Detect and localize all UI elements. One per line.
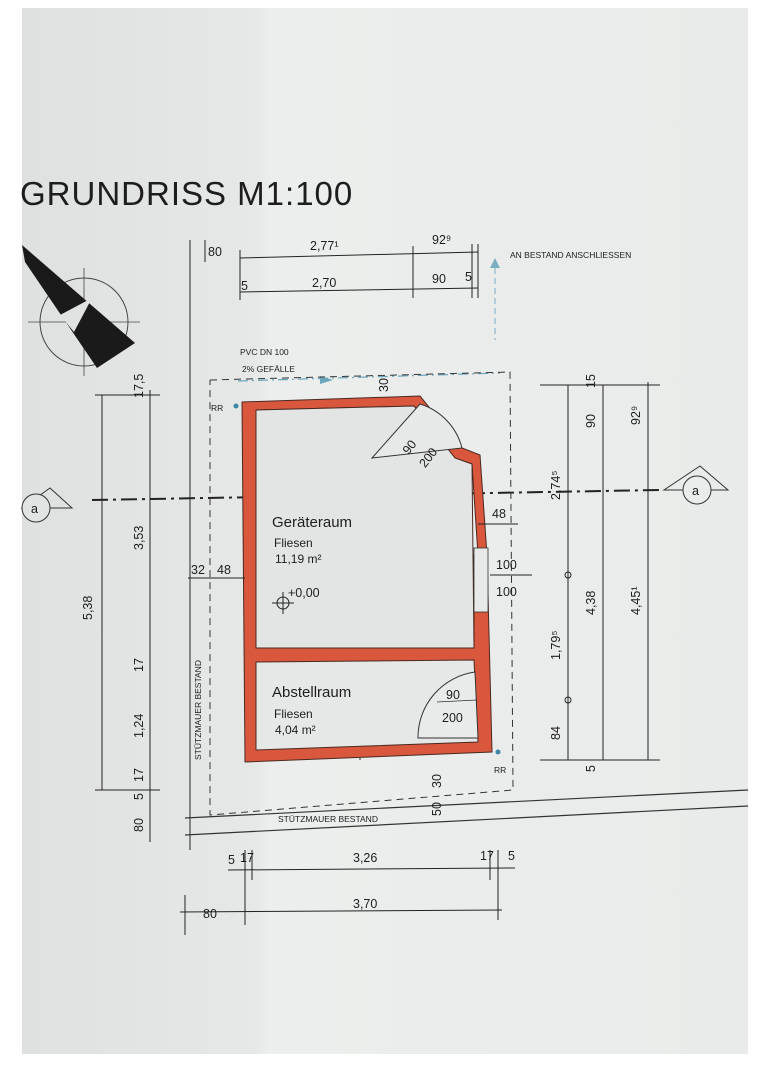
svg-text:RR: RR: [494, 765, 506, 775]
svg-text:3,26: 3,26: [353, 851, 377, 865]
svg-text:92⁹: 92⁹: [629, 406, 643, 425]
svg-text:5: 5: [132, 793, 146, 800]
svg-text:STÜTZMAUER BESTAND: STÜTZMAUER BESTAND: [193, 660, 203, 760]
svg-text:a: a: [692, 484, 699, 498]
svg-text:80: 80: [203, 907, 217, 921]
svg-text:3,70: 3,70: [353, 897, 377, 911]
plan-title: GRUNDRISS M1:100: [20, 175, 353, 212]
svg-text:90: 90: [432, 272, 446, 286]
svg-text:80: 80: [132, 818, 146, 832]
svg-text:100: 100: [496, 585, 517, 599]
svg-text:32: 32: [191, 563, 205, 577]
svg-text:PVC DN 100: PVC DN 100: [240, 347, 289, 357]
svg-text:15: 15: [584, 374, 598, 388]
level-marker: +0,00: [288, 586, 320, 600]
top-dimensions: 80 2,77¹ 92⁹ 5 2,70 90 5 AN BESTAND ANSC…: [189, 233, 631, 850]
svg-text:90: 90: [400, 437, 420, 457]
svg-text:RR: RR: [211, 403, 223, 413]
svg-text:1,79⁵: 1,79⁵: [549, 630, 563, 660]
svg-text:80: 80: [208, 245, 222, 259]
slab-outline: [209, 371, 514, 816]
svg-text:50: 50: [430, 802, 444, 816]
svg-text:17: 17: [132, 658, 146, 672]
svg-text:90: 90: [446, 688, 460, 702]
svg-text:30: 30: [377, 378, 391, 392]
svg-text:100: 100: [496, 558, 517, 572]
svg-text:2,77¹: 2,77¹: [310, 239, 339, 253]
svg-text:Fliesen: Fliesen: [274, 536, 313, 550]
section-marker-left: a: [20, 487, 74, 523]
room-main-label: Geräteraum Fliesen 11,19 m² +0,00: [272, 514, 352, 614]
svg-text:48: 48: [492, 507, 506, 521]
svg-text:Fliesen: Fliesen: [274, 707, 313, 721]
svg-text:a: a: [31, 502, 38, 516]
svg-text:Geräteraum: Geräteraum: [272, 514, 352, 531]
svg-text:5: 5: [508, 849, 515, 863]
north-arrow-icon: [22, 245, 140, 376]
svg-text:84: 84: [549, 726, 563, 740]
room-store-label: Abstellraum Fliesen 4,04 m²: [272, 684, 351, 737]
left-dimensions: 5,38 17,5 3,53 17 1,24 17 5 80 32 48 STÜ…: [81, 374, 245, 842]
svg-text:30: 30: [430, 774, 444, 788]
svg-text:5: 5: [241, 279, 248, 293]
window-dims: 48 100 100: [478, 507, 532, 599]
svg-text:4,38: 4,38: [584, 591, 598, 615]
svg-text:17: 17: [480, 849, 494, 863]
svg-text:17: 17: [240, 851, 254, 865]
svg-text:17: 17: [132, 768, 146, 782]
door-store: 90 200: [417, 671, 479, 739]
drain-pipe: PVC DN 100 2% GEFÄLLE RR RR: [211, 347, 506, 775]
svg-text:5: 5: [465, 270, 472, 284]
svg-text:2,70: 2,70: [312, 276, 336, 290]
svg-text:90: 90: [584, 414, 598, 428]
bottom-dimensions: 5 17 3,26 17 5 80 3,70: [179, 849, 516, 935]
svg-text:48: 48: [217, 563, 231, 577]
svg-text:200: 200: [442, 711, 463, 725]
svg-text:4,45¹: 4,45¹: [629, 587, 643, 616]
svg-text:5: 5: [228, 853, 235, 867]
svg-text:5: 5: [584, 765, 598, 772]
svg-text:2% GEFÄLLE: 2% GEFÄLLE: [242, 364, 295, 374]
svg-text:STÜTZMAUER BESTAND: STÜTZMAUER BESTAND: [278, 814, 378, 824]
svg-text:4,04 m²: 4,04 m²: [275, 723, 316, 737]
svg-text:Abstellraum: Abstellraum: [272, 684, 351, 701]
right-dimensions: 2,74⁵ 1,79⁵ 84 15 90 4,38 5 92⁹ 4,45¹: [540, 374, 660, 772]
section-marker-right: a: [662, 465, 730, 505]
svg-text:11,19 m²: 11,19 m²: [275, 552, 321, 566]
svg-text:5,38: 5,38: [81, 596, 95, 620]
retaining-wall-bottom: STÜTZMAUER BESTAND 30 50 30: [184, 378, 749, 836]
svg-text:3,53: 3,53: [132, 526, 146, 550]
svg-text:92⁹: 92⁹: [432, 233, 451, 247]
svg-text:2,74⁵: 2,74⁵: [549, 470, 563, 500]
svg-text:17,5: 17,5: [132, 374, 146, 398]
svg-text:AN BESTAND ANSCHLIESSEN: AN BESTAND ANSCHLIESSEN: [510, 250, 631, 260]
svg-text:1,24: 1,24: [132, 714, 146, 738]
